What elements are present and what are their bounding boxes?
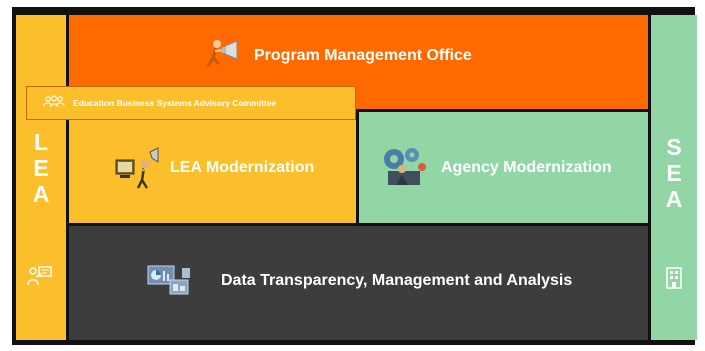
lea-letter: L: [33, 129, 49, 155]
megaphone-runner-icon: [206, 40, 238, 67]
agency-modernization-block: [359, 112, 648, 223]
advisory-committee-banner: Education Business Systems Advisory Comm…: [26, 86, 356, 120]
data-transparency-label: Data Transparency, Management and Analys…: [221, 272, 573, 289]
lea-letter: E: [33, 155, 49, 181]
lea-letters: L E A: [16, 129, 66, 207]
presenter-board-icon: [27, 266, 52, 286]
office-building-icon: [666, 267, 682, 289]
sea-letter: A: [665, 186, 683, 212]
gears-person-icon: [384, 148, 426, 185]
agency-modernization-label: Agency Modernization: [441, 159, 612, 176]
advisory-committee-label: Education Business Systems Advisory Comm…: [73, 98, 277, 108]
program-management-office-label: Program Management Office: [254, 47, 472, 64]
sea-letter: E: [666, 160, 682, 186]
lea-column: [16, 15, 66, 340]
people-group-icon: [43, 95, 65, 108]
lea-letter: A: [32, 181, 50, 207]
sea-letters: S E A: [651, 134, 697, 212]
dashboard-screens-icon: [147, 265, 190, 295]
lea-modernization-label: LEA Modernization: [170, 159, 315, 176]
computer-megaphone-icon: [115, 147, 159, 189]
sea-letter: S: [666, 134, 682, 160]
